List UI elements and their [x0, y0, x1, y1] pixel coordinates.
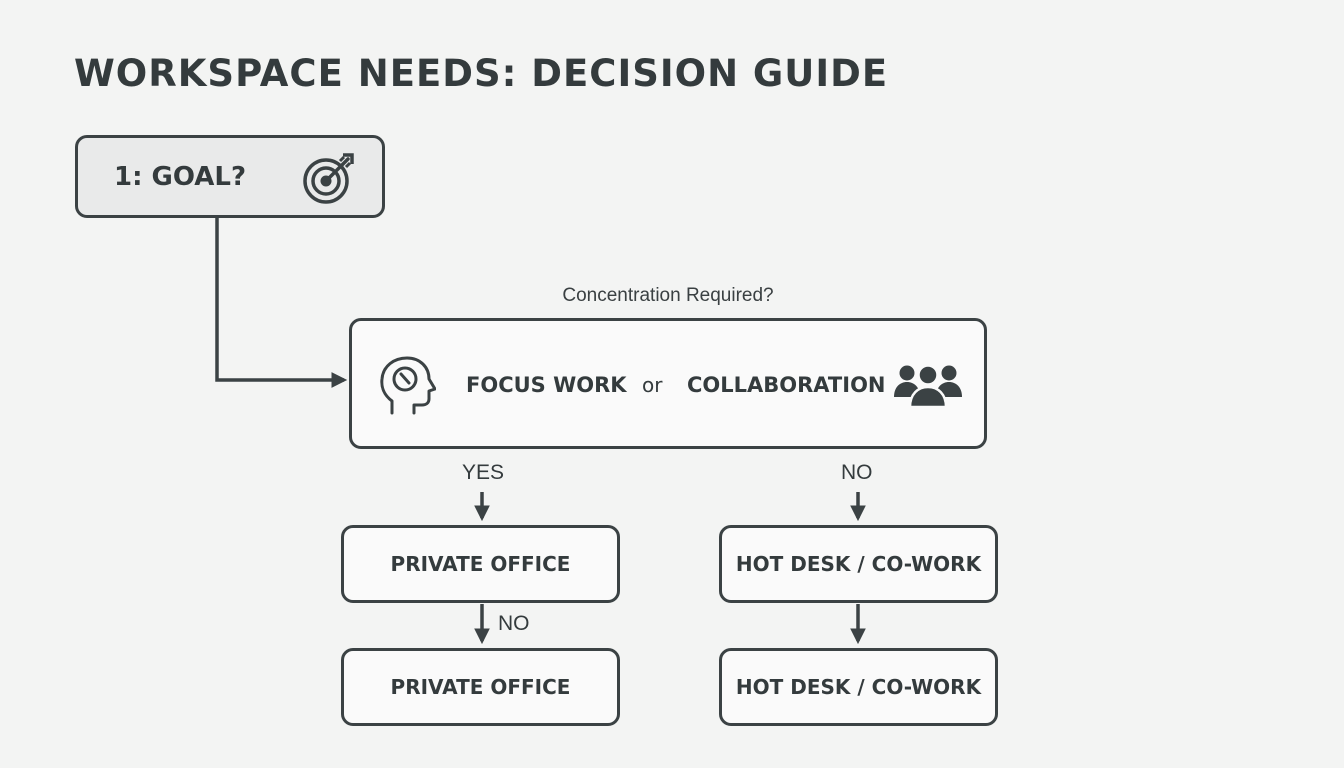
goal-node: 1: GOAL?: [75, 135, 385, 218]
yes-label: YES: [462, 461, 505, 484]
left-no-label: NO: [498, 612, 530, 635]
target-arrow-icon: [303, 153, 354, 204]
option-connector: or: [642, 373, 663, 397]
result-hot-desk-bottom: HOT DESK / CO-WORK: [719, 648, 998, 726]
focused-head-icon: [380, 356, 436, 415]
decision-question: Concentration Required?: [562, 285, 774, 306]
decision-node: FOCUS WORK or COLLABORATION: [349, 318, 987, 449]
goal-to-decision-connector: [215, 218, 348, 388]
option-collaboration: COLLABORATION: [687, 373, 886, 397]
result-label: HOT DESK / CO-WORK: [735, 675, 982, 699]
result-label: PRIVATE OFFICE: [390, 675, 571, 699]
goal-label: 1: GOAL?: [114, 161, 247, 192]
result-private-office-bottom: PRIVATE OFFICE: [341, 648, 620, 726]
result-private-office-top: PRIVATE OFFICE: [341, 525, 620, 603]
result-hot-desk-top: HOT DESK / CO-WORK: [719, 525, 998, 603]
option-focus-work: FOCUS WORK: [466, 373, 627, 397]
no-label: NO: [841, 461, 873, 484]
page-title: WORKSPACE NEEDS: DECISION GUIDE: [74, 52, 889, 95]
result-label: PRIVATE OFFICE: [390, 552, 571, 576]
group-people-icon: [894, 364, 962, 407]
result-label: HOT DESK / CO-WORK: [735, 552, 982, 576]
